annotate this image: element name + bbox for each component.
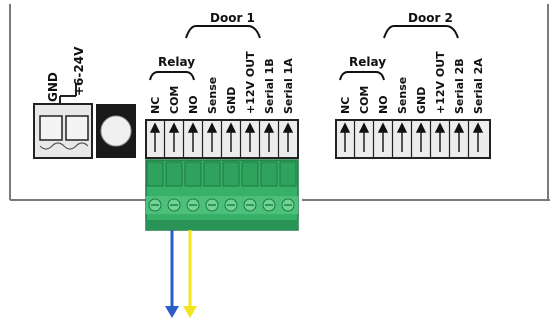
door1-terminal-block: [145, 159, 299, 231]
door2-relay-label: Relay: [349, 55, 386, 69]
door2-pin-arrow: [472, 122, 484, 152]
door1-pin-arrow: [282, 122, 294, 152]
door2-pin-arrow: [453, 122, 465, 152]
door1-pin-arrow: [168, 122, 180, 152]
door2-pin-label: NC: [339, 97, 352, 114]
door1-pin-label: GND: [225, 87, 238, 114]
door1-bracket: [185, 25, 261, 39]
door1-pin-label: NC: [149, 97, 162, 114]
door1-pin-arrow: [263, 122, 275, 152]
device-panel: [9, 4, 550, 201]
door1-pin-label: Sense: [206, 77, 219, 114]
door2-pin-label: NO: [377, 95, 390, 114]
door2-pin-label: Serial 2A: [472, 58, 485, 114]
door2-pin-arrow: [339, 122, 351, 152]
door1-pin-label: +12V OUT: [244, 51, 257, 114]
door2-pin-label: Sense: [396, 77, 409, 114]
wire-yellow: [183, 230, 197, 318]
door1-header-socket: [145, 119, 299, 159]
voltage-label: +6-24V: [72, 46, 86, 96]
gnd-label: GND: [46, 72, 60, 102]
door1-pin-label: NO: [187, 95, 200, 114]
door1-title: Door 1: [210, 11, 255, 25]
power-connector: [33, 84, 93, 159]
door2-bracket: [383, 25, 459, 39]
door2-pin-arrow: [415, 122, 427, 152]
door2-pin-label: Serial 2B: [453, 58, 466, 114]
door2-pin-label: +12V OUT: [434, 51, 447, 114]
door2-header-socket: [335, 119, 491, 159]
door1-relay-bracket: [149, 71, 195, 81]
door2-pin-arrow: [377, 122, 389, 152]
door1-pin-arrow: [225, 122, 237, 152]
door2-pin-arrow: [396, 122, 408, 152]
door2-pin-arrow: [358, 122, 370, 152]
door2-pin-label: COM: [358, 86, 371, 114]
door1-pin-arrow: [244, 122, 256, 152]
door2-relay-bracket: [339, 71, 385, 81]
door1-pin-arrow: [187, 122, 199, 152]
door1-pin-label: Serial 1A: [282, 58, 295, 114]
door1-pin-label: Serial 1B: [263, 58, 276, 114]
door1-pin-arrow: [149, 122, 161, 152]
door1-pin-arrow: [206, 122, 218, 152]
door2-pin-label: GND: [415, 87, 428, 114]
door2-pin-arrow: [434, 122, 446, 152]
power-barrel-jack: [96, 104, 136, 158]
wire-blue: [165, 230, 179, 318]
door1-relay-label: Relay: [158, 55, 195, 69]
door1-pin-label: COM: [168, 86, 181, 114]
door2-title: Door 2: [408, 11, 453, 25]
